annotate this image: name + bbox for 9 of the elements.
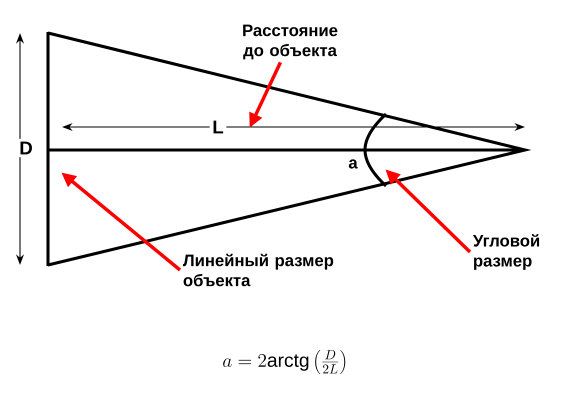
dimension-label: a xyxy=(348,159,358,169)
formula: $a = 2\mathrm{arctg}\left(\frac{D}{2L}\right)$ xyxy=(223,350,346,374)
annotation-text: Линейный размер объекта xyxy=(183,254,334,286)
object-line xyxy=(46,32,50,266)
angle-arc xyxy=(363,112,388,188)
dimension-label: D xyxy=(16,138,36,158)
annotation-text: Расстояние до объекта xyxy=(243,24,338,60)
annotation-text: Угловой размер xyxy=(472,234,540,270)
dimension-label: L xyxy=(210,118,226,136)
